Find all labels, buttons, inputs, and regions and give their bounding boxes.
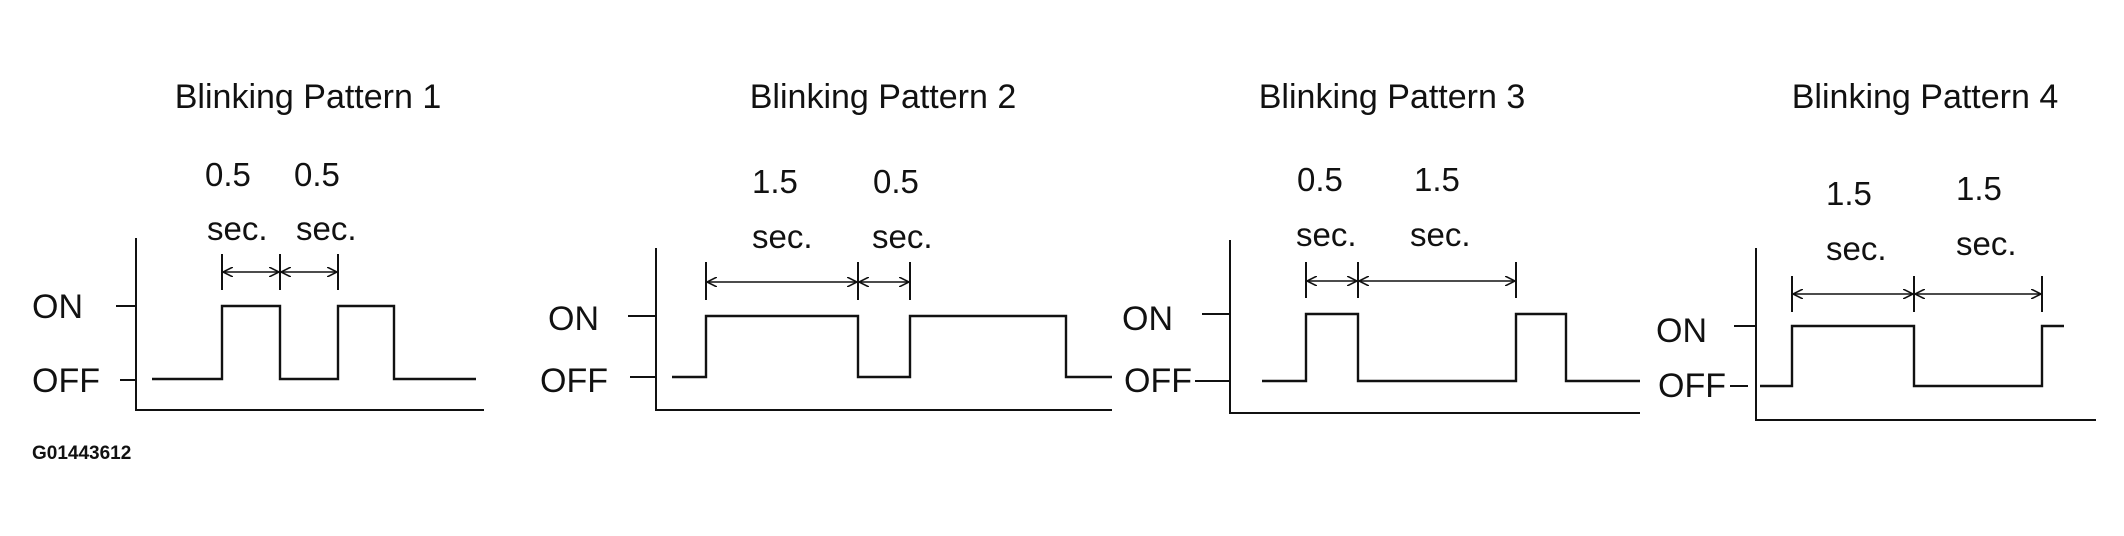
pattern-4-axis <box>1755 248 2096 421</box>
pattern-3-on-unit: sec. <box>1296 216 1357 253</box>
pattern-1-off-label: OFF <box>32 362 100 400</box>
pattern-4-on-label: ON <box>1656 312 1707 350</box>
pattern-2-on-label: ON <box>548 300 599 338</box>
pattern-1-on-label: ON <box>32 288 83 326</box>
pattern-3-off-value: 1.5 <box>1414 161 1460 198</box>
pattern-2-title: Blinking Pattern 2 <box>750 78 1017 116</box>
pattern-3: Blinking Pattern 3 ON OFF 0.5 sec. 1.5 s… <box>1122 78 1640 414</box>
pattern-2-axis <box>655 248 1112 411</box>
pattern-2-off-label: OFF <box>540 362 608 400</box>
pattern-2: Blinking Pattern 2 ON OFF 1.5 sec. 0.5 s… <box>540 78 1112 411</box>
pattern-4-off-value: 1.5 <box>1956 170 2002 207</box>
pattern-3-on-value: 0.5 <box>1297 161 1343 198</box>
pattern-4-off-label: OFF <box>1658 367 1726 405</box>
pattern-4-title: Blinking Pattern 4 <box>1792 78 2059 116</box>
pattern-4-on-value: 1.5 <box>1826 175 1872 212</box>
pattern-1-waveform <box>152 304 476 381</box>
pattern-1-axis <box>135 238 484 411</box>
pattern-4-off-unit: sec. <box>1956 225 2017 262</box>
pattern-1-title: Blinking Pattern 1 <box>175 78 442 116</box>
pattern-3-on-label: ON <box>1122 300 1173 338</box>
pattern-2-off-unit: sec. <box>872 218 933 255</box>
pattern-1-on-value: 0.5 <box>205 156 251 193</box>
pattern-3-off-label: OFF <box>1124 362 1192 400</box>
pattern-3-axis <box>1229 240 1640 414</box>
pattern-1-off-unit: sec. <box>296 210 357 247</box>
pattern-3-waveform <box>1262 312 1640 383</box>
pattern-3-off-unit: sec. <box>1410 216 1471 253</box>
pattern-2-waveform <box>672 314 1112 379</box>
figure-code: G01443612 <box>32 443 131 464</box>
pattern-2-off-value: 0.5 <box>873 163 919 200</box>
pattern-4-on-unit: sec. <box>1826 230 1887 267</box>
pattern-1-off-value: 0.5 <box>294 156 340 193</box>
pattern-4: Blinking Pattern 4 ON OFF 1.5 sec. 1.5 s… <box>1656 78 2096 421</box>
pattern-1: Blinking Pattern 1 ON OFF 0.5 sec. 0.5 s… <box>32 78 484 411</box>
pattern-2-on-unit: sec. <box>752 218 813 255</box>
pattern-1-on-unit: sec. <box>207 210 268 247</box>
pattern-4-waveform <box>1760 324 2064 388</box>
pattern-3-title: Blinking Pattern 3 <box>1259 78 1526 116</box>
pattern-2-on-value: 1.5 <box>752 163 798 200</box>
